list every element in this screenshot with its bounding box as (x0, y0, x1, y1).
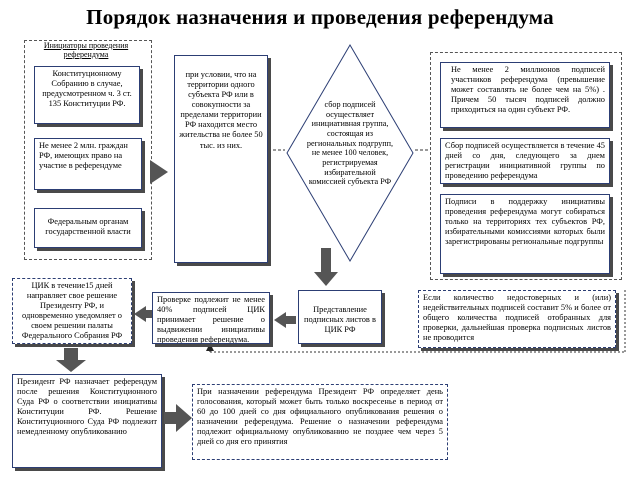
initiator-federal-organs: Федеральным органам государственной влас… (34, 208, 142, 248)
initiators-header: Инициаторы проведения референдума (32, 42, 140, 60)
page-title: Порядок назначения и проведения референд… (86, 5, 554, 29)
arrow-cik-down-head (56, 360, 86, 372)
arrow-president-to-final-head (176, 404, 192, 432)
initiator-constitutional-assembly: Конституционному Собранию в случае, пред… (34, 66, 140, 124)
initiators-group (24, 40, 152, 260)
signature-territory-box: Подписи в поддержку инициативы проведени… (440, 194, 610, 274)
verification-box: Проверке подлежит не менее 40% подписей … (152, 292, 270, 344)
invalid-signatures-box: Если количество недостоверных и (или) не… (418, 290, 616, 348)
condition-box: при условии, что на территории одного су… (174, 55, 268, 263)
right-group (430, 52, 622, 280)
arrow-initiators-to-condition (150, 160, 168, 184)
arrow-diamond-down (321, 248, 331, 274)
initiator-citizens: Не менее 2 млн. граждан РФ, имеющих прав… (34, 138, 142, 190)
arrow-cik-down (64, 348, 78, 362)
signature-period-box: Сбор подписей осуществляется в течение 4… (440, 138, 610, 184)
arrow-president-to-final (164, 412, 178, 424)
arrow-submission-shaft (286, 316, 296, 324)
arrow-diamond-down-head (314, 272, 338, 286)
signature-count-box: Не менее 2 миллионов подписей участников… (440, 62, 610, 128)
submission-box: Представление подписных листов в ЦИК РФ (298, 290, 382, 344)
arrow-verification-to-cik (134, 306, 146, 322)
cik-decision-box: ЦИК в течение15 дней направляет свое реш… (12, 278, 132, 344)
diamond-shape (286, 44, 414, 262)
diamond-text: сбор подписей осуществляет инициативная … (306, 100, 394, 187)
arrow-submission-to-verification (274, 312, 286, 328)
referendum-date-box: При назначении референдума Президент РФ … (192, 384, 448, 460)
president-box: Президент РФ назначает референдум после … (12, 374, 162, 468)
arrow-verification-shaft (146, 310, 152, 318)
